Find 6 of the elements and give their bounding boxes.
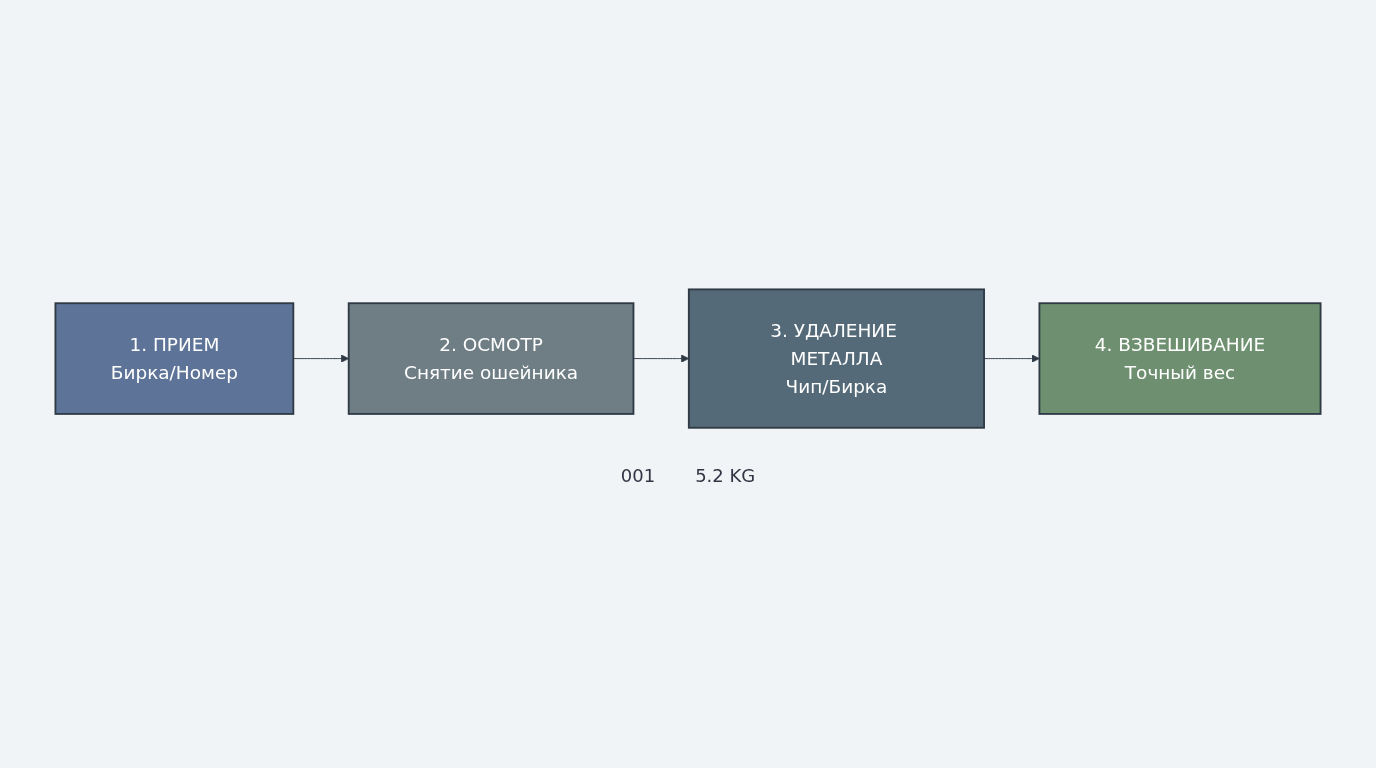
note-text: 5.2 KG [695, 465, 756, 487]
node-box: 2. ОСМОТР Снятие ошейника [347, 302, 635, 415]
node-box: 4. ВЗВЕШИВАНИЕ Точный вес [1038, 302, 1322, 415]
node-box: 3. УДАЛЕНИЕ МЕТАЛЛА Чип/Бирка [687, 288, 985, 429]
node-box: 1. ПРИЕМ Бирка/Номер [54, 302, 295, 415]
note-text: 001 [620, 465, 656, 487]
